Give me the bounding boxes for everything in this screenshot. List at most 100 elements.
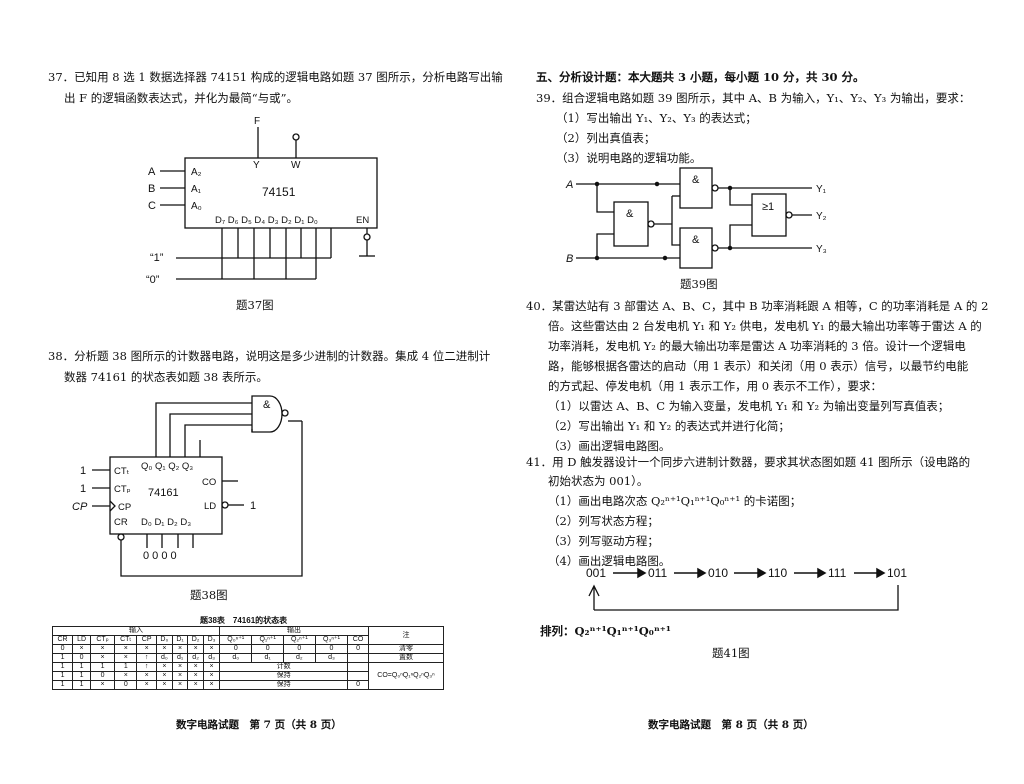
q41-line2: 初始状态为 001）。 xyxy=(548,474,649,488)
q39-sub1: （1）写出输出 Y₁、Y₂、Y₃ 的表达式； xyxy=(556,111,757,125)
cell: 1 xyxy=(90,662,116,672)
arrow-1 xyxy=(637,567,647,579)
fig39-in-b: B xyxy=(566,253,573,265)
state-110: 110 xyxy=(768,566,787,580)
q38-caption: 题38图 xyxy=(190,588,228,602)
q37-line1: 37．已知用 8 选 1 数据选择器 74151 构成的逻辑电路如题 37 图所… xyxy=(48,70,503,84)
cell: × xyxy=(203,680,221,690)
fig37-en: EN xyxy=(356,215,369,226)
cell: × xyxy=(136,644,157,654)
th-q3: Q₃ⁿ⁺¹ xyxy=(314,635,349,645)
cell: 1 xyxy=(114,662,138,672)
fig37-in-b: B xyxy=(148,183,155,195)
merged-cell: 保持 xyxy=(219,671,349,681)
state-011: 011 xyxy=(648,566,667,580)
cell: 1 xyxy=(72,671,92,681)
fig37-zero: “0” xyxy=(146,274,160,286)
state-table-74161: 输入 输出 注 CR LD CTₚ CTₜ CP D₀ D₁ D₂ D₃ Q₀ⁿ… xyxy=(51,626,444,690)
cell: × xyxy=(155,680,174,690)
fig37-out-f: F xyxy=(254,116,260,127)
cell: d₁ xyxy=(251,653,284,663)
cell: 0 xyxy=(90,671,116,681)
q40-sub1: （1）以雷达 A、B、C 为输入变量，发电机 Y₁ 和 Y₂ 为输出变量列写真值… xyxy=(548,399,950,413)
cell: × xyxy=(171,671,189,681)
cell: × xyxy=(136,680,157,690)
footer-left: 数字电路试题 第 7 页（共 8 页） xyxy=(176,719,342,731)
th-d1: D₁ xyxy=(171,635,189,645)
cell: d₀ xyxy=(219,653,253,663)
cell: ↑ xyxy=(136,653,157,663)
fig38-q-pins: Q₀ Q₁ Q₂ Q₃ xyxy=(141,461,193,472)
fig38-cr: CR xyxy=(114,517,128,528)
merged-cell: 计数 xyxy=(219,662,349,672)
cell: × xyxy=(72,644,92,654)
cell: × xyxy=(114,671,138,681)
q39-line1: 39．组合逻辑电路如题 39 图所示，其中 A、B 为输入，Y₁、Y₂、Y₃ 为… xyxy=(536,91,971,105)
and-gate-38 xyxy=(251,395,283,433)
merged-cell: 保持 xyxy=(219,680,349,690)
q40-line1: 40．某雷达站有 3 部雷达 A、B、C，其中 B 功率消耗跟 A 相等，C 的… xyxy=(526,299,989,313)
fig38-one-ld: 1 xyxy=(250,500,256,512)
cell: 1 xyxy=(51,662,74,672)
fig37-pin-a2: A₂ xyxy=(191,167,202,178)
cell: 1 xyxy=(51,653,74,663)
cell: 0 xyxy=(314,644,349,654)
cell: × xyxy=(136,671,157,681)
q39-sub2: （2）列出真值表； xyxy=(556,131,656,145)
cell: 1 xyxy=(51,680,74,690)
state-101: 101 xyxy=(887,566,907,580)
cell: 1 xyxy=(72,680,92,690)
cell: d₂ xyxy=(282,653,316,663)
cell: 0 xyxy=(219,644,253,654)
q39-sub3: （3）说明电路的逻辑功能。 xyxy=(556,151,702,165)
cell xyxy=(347,671,369,681)
cell: × xyxy=(187,662,205,672)
cell: ↑ xyxy=(136,662,157,672)
q41-caption: 题41图 xyxy=(712,646,750,660)
fig38-ctt: CTₜ xyxy=(114,466,130,477)
state-001: 001 xyxy=(586,566,606,580)
cell: d₃ xyxy=(314,653,349,663)
fig39-and-top: & xyxy=(692,174,700,186)
cell: d₃ xyxy=(203,653,221,663)
th-d2: D₂ xyxy=(187,635,205,645)
fig38-d-pins: D₀ D₁ D₂ D₃ xyxy=(141,517,191,528)
state-010: 010 xyxy=(708,566,728,580)
cell: × xyxy=(171,662,189,672)
cell: × xyxy=(114,653,138,663)
fig39-out-y1: Y₁ xyxy=(816,184,827,195)
cell: × xyxy=(114,644,138,654)
arrow-2 xyxy=(697,567,707,579)
cell: d₀ xyxy=(155,653,174,663)
th-q2: Q₂ⁿ⁺¹ xyxy=(282,635,316,645)
q41-sub2: （2）列写状态方程； xyxy=(548,514,659,528)
cell: × xyxy=(203,662,221,672)
q40-line4: 路，能够根据各雷达的启动（用 1 表示）和关闭（用 0 表示）信号，以最节约电能 xyxy=(548,359,969,373)
table-group-output: 输出 xyxy=(219,626,369,636)
arrow-5 xyxy=(876,567,886,579)
cell: 1 xyxy=(72,662,92,672)
fig38-cp-input: CP xyxy=(72,501,88,513)
fig39-out-y3: Y₃ xyxy=(816,244,827,255)
fig39-or: ≥1 xyxy=(762,201,774,213)
th-d3: D₃ xyxy=(203,635,221,645)
q39-caption: 题39图 xyxy=(680,277,718,291)
cell: d₂ xyxy=(187,653,205,663)
chip-74151 xyxy=(184,157,378,229)
q40-line3: 功率消耗，发电机 Y₂ 的最大输出功率是雷达 A 功率消耗的 3 倍。设计一个逻… xyxy=(548,339,966,353)
fig38-zeros: 0 0 0 0 xyxy=(143,550,177,562)
cell: 0 xyxy=(251,644,284,654)
fig39-and-mid: & xyxy=(626,208,634,220)
fig37-chip-label: 74151 xyxy=(262,185,296,199)
cell: × xyxy=(155,644,174,654)
q41-sub1: （1）画出电路次态 Q₂ⁿ⁺¹Q₁ⁿ⁺¹Q₀ⁿ⁺¹ 的卡诺图； xyxy=(548,494,802,508)
table-group-input: 输入 xyxy=(51,626,221,636)
fig37-out-y: Y xyxy=(253,160,260,171)
th-d0: D₀ xyxy=(155,635,174,645)
cell: × xyxy=(90,680,116,690)
cell: × xyxy=(90,653,116,663)
cell: × xyxy=(203,671,221,681)
